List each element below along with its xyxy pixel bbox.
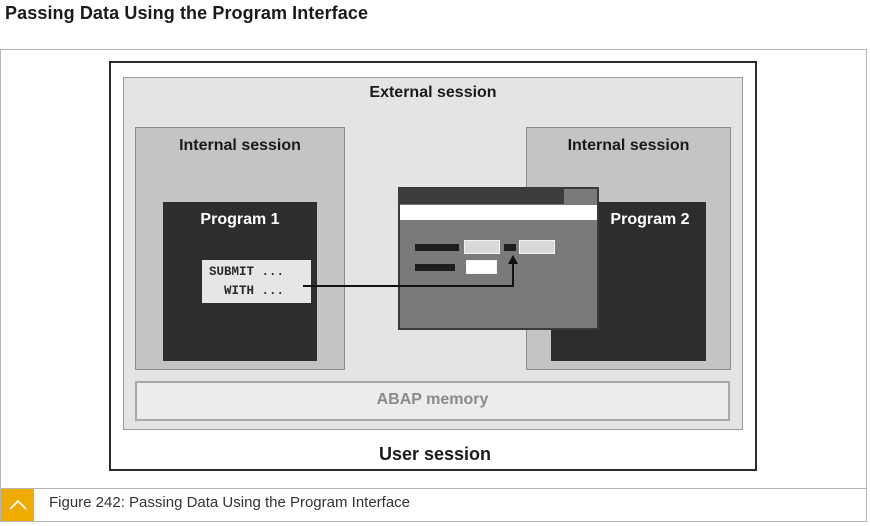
submit-code-box: SUBMIT ... WITH ... — [202, 260, 311, 303]
internal-session-right-label: Internal session — [567, 137, 690, 154]
page-title: Passing Data Using the Program Interface — [5, 3, 369, 23]
arrow-head — [508, 255, 518, 264]
program-1-label: Program 1 — [200, 211, 280, 228]
external-session-label: External session — [369, 84, 497, 101]
screen-field-1 — [464, 240, 500, 254]
code-line-with: WITH ... — [209, 284, 285, 298]
chevron-up-icon[interactable] — [1, 489, 34, 521]
internal-session-left-label: Internal session — [179, 137, 301, 154]
screen-separator-bar — [504, 244, 516, 251]
screen-field-3 — [466, 260, 497, 274]
screen-label-bar-1 — [415, 244, 459, 251]
screen-label-bar-2 — [415, 264, 455, 271]
code-line-submit: SUBMIT ... — [209, 265, 285, 279]
program-2-label: Program 2 — [610, 211, 690, 228]
figure-caption-bar — [1, 488, 866, 521]
user-session-label: User session — [378, 444, 492, 464]
selection-screen-tab — [399, 188, 564, 204]
screen-field-2 — [519, 240, 555, 254]
selection-screen-titlebar — [400, 205, 597, 220]
figure-caption: Figure 242: Passing Data Using the Progr… — [49, 494, 411, 511]
arrow-line — [303, 262, 514, 287]
abap-memory-label: ABAP memory — [376, 391, 489, 408]
abap-memory-box — [135, 381, 730, 421]
